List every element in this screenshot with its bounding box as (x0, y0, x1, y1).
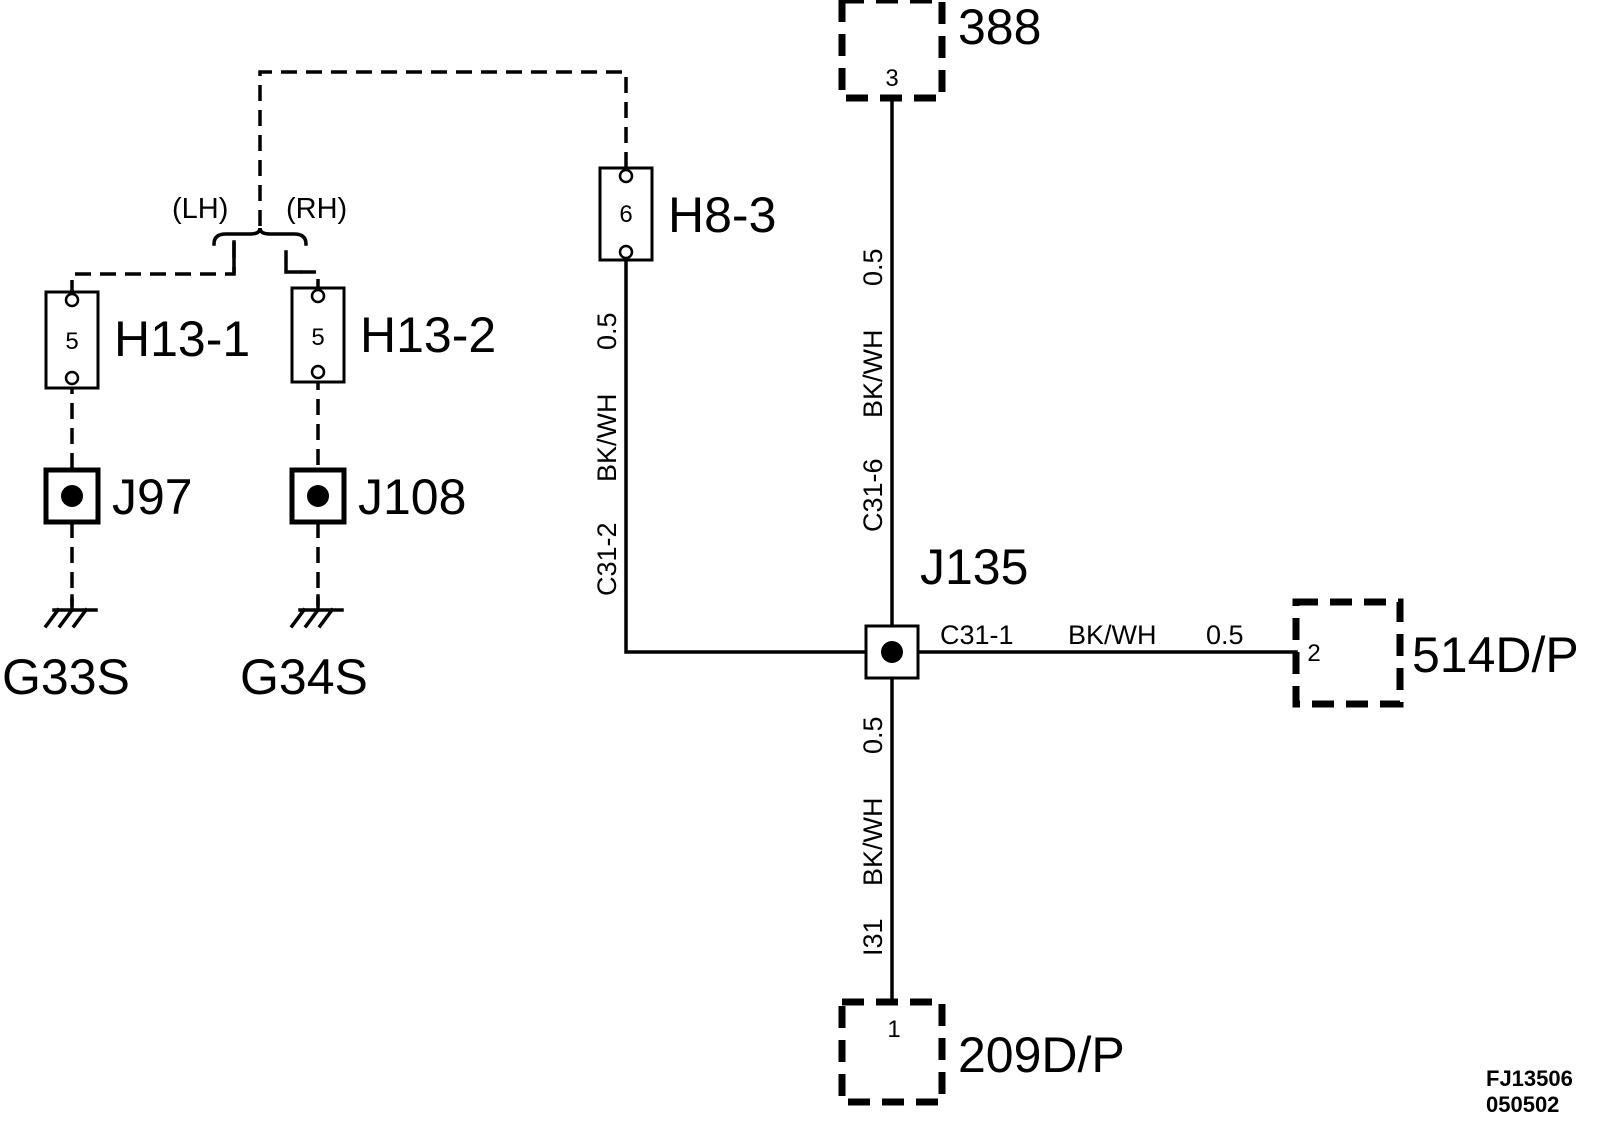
pin-number-514dp: 2 (1307, 640, 1320, 667)
wire-size-c31-6: 0.5 (858, 248, 888, 286)
splice-j97-dot (61, 485, 83, 507)
wire-color-c31-1: BK/WH (1068, 620, 1157, 650)
wire-rh-elbow (284, 250, 302, 274)
splice-label-j135: J135 (920, 539, 1028, 595)
branch-label-lh: (LH) (172, 193, 228, 225)
component-label-514dp: 514D/P (1412, 627, 1579, 683)
ground-symbol-g34s (289, 594, 344, 629)
pin-number-209dp: 1 (887, 1016, 900, 1043)
connector-h13-2-pin-bottom (310, 364, 326, 380)
splice-j108-dot (307, 485, 329, 507)
wire-size-i31: 0.5 (858, 716, 888, 754)
pin-number-h13-2: 5 (311, 324, 324, 351)
wire-circuit-i31: I31 (858, 918, 888, 956)
component-label-209dp: 209D/P (958, 1027, 1125, 1083)
ground-label-g33s: G33S (2, 649, 130, 705)
wire-size-c31-1: 0.5 (1206, 620, 1244, 650)
wire-color-i31: BK/WH (858, 797, 888, 886)
figure-ref-code: FJ13506 (1486, 1066, 1573, 1091)
pin-number-h8-3: 6 (619, 201, 632, 228)
wire-dashed-h8-link (258, 70, 628, 228)
wire-color-c31-6: BK/WH (858, 329, 888, 418)
wire-circuit-c31-2: C31-2 (592, 522, 622, 596)
ground-symbol-g33s (43, 594, 98, 629)
wire-circuit-c31-6: C31-6 (858, 458, 888, 532)
splice-j135-dot (881, 641, 903, 663)
wire-dashed-lh (70, 242, 236, 292)
connector-label-h8-3: H8-3 (668, 187, 776, 243)
connector-h13-1-pin-bottom (64, 370, 80, 386)
connector-h8-3-pin-top (618, 168, 634, 184)
connector-h8-3-pin-bottom (618, 244, 634, 260)
wire-size-c31-2: 0.5 (592, 312, 622, 350)
branch-label-rh: (RH) (286, 193, 347, 225)
wire-c31-2 (624, 254, 894, 654)
figure-ref-date: 050502 (1486, 1092, 1559, 1117)
wire-circuit-c31-1: C31-1 (940, 620, 1014, 650)
splice-label-j97: J97 (112, 469, 193, 525)
connector-label-h13-2: H13-2 (360, 307, 496, 363)
splice-label-j108: J108 (358, 469, 466, 525)
ground-label-g34s: G34S (240, 649, 368, 705)
wire-dashed-rh (300, 270, 320, 288)
connector-h13-1-pin-top (64, 292, 80, 308)
connector-h13-2-pin-top (310, 288, 326, 304)
connector-h8-3 (598, 166, 654, 262)
component-388-box (838, 0, 946, 102)
connector-label-h13-1: H13-1 (114, 311, 250, 367)
component-514dp-box (1292, 598, 1404, 708)
pin-number-h13-1: 5 (65, 328, 78, 355)
lh-rh-bracket (212, 227, 308, 246)
pin-number-388: 3 (885, 65, 898, 92)
component-209dp-box (838, 998, 946, 1106)
wire-color-c31-2: BK/WH (592, 393, 622, 482)
component-label-388: 388 (958, 0, 1041, 55)
